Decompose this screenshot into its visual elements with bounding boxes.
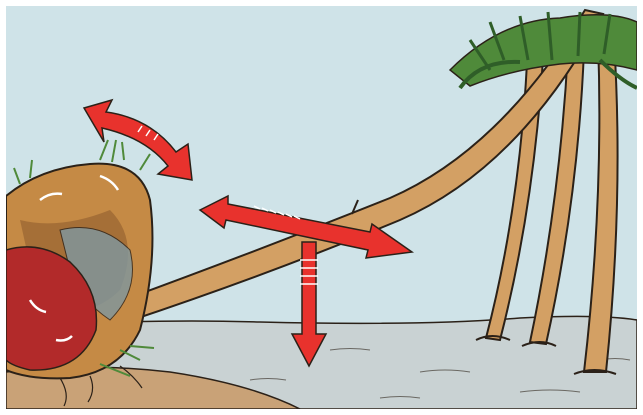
- uprooted-palm-illustration: [0, 0, 643, 415]
- illustration-frame: [0, 0, 643, 415]
